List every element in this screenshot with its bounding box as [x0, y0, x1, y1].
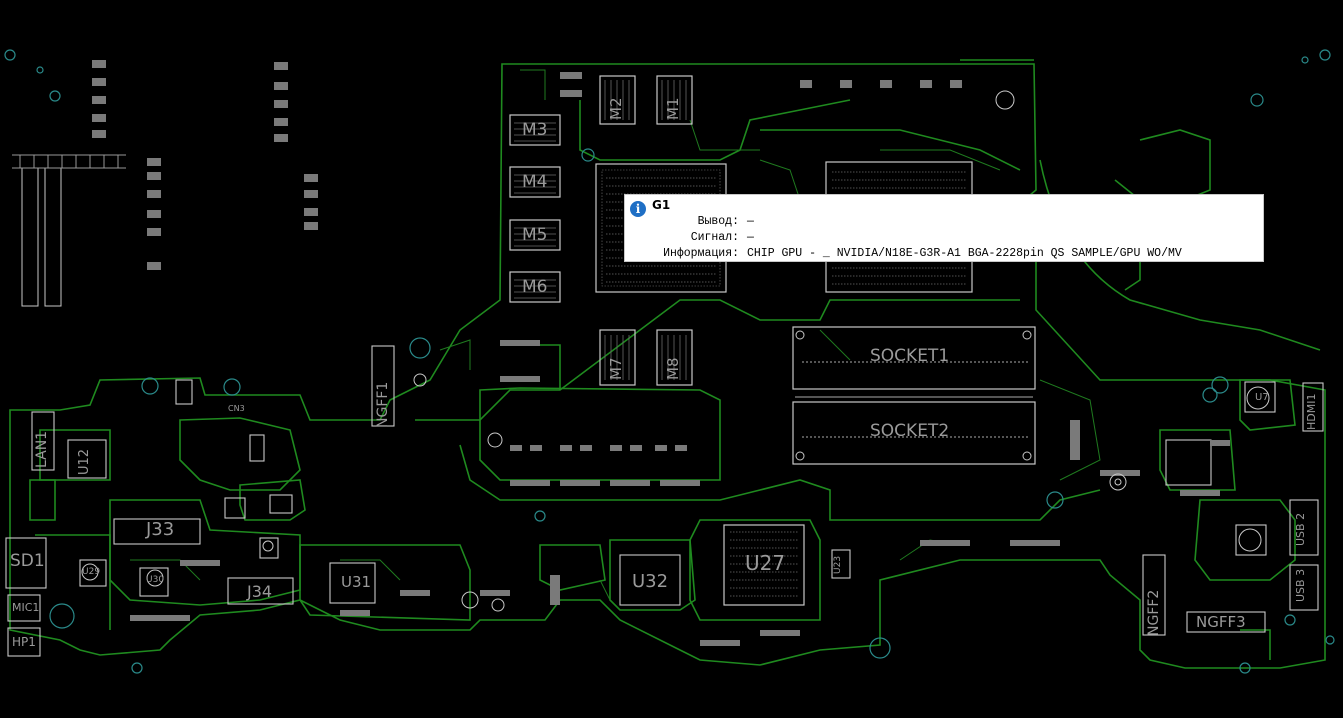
tooltip-key: Вывод: [697, 215, 739, 228]
tooltip-key: Сигнал: [690, 231, 739, 244]
component-label-socket2: SOCKET2 [870, 421, 950, 441]
info-icon: i [630, 201, 646, 217]
component-info-tooltip: i G1 Вывод: — Сигнал: — Информация: CHIP GP… [624, 194, 1264, 262]
component-label-m4: M4 [522, 172, 548, 192]
component-pads [92, 60, 1230, 646]
component-label-lan1: LAN1 [34, 430, 50, 468]
component-label-u7: U7 [1255, 392, 1269, 403]
component-label-u30: U30 [146, 575, 165, 585]
component-label-u23: U23 [833, 555, 843, 574]
tooltip-row-pin: Вывод: — [625, 215, 754, 228]
tooltip-key: Информация: [663, 247, 739, 260]
component-label-u31: U31 [341, 573, 372, 591]
component-label-hdmi1: HDMI1 [1305, 393, 1318, 430]
component-label-u27: U27 [745, 551, 786, 575]
component-label-m6: M6 [522, 277, 548, 297]
component-label-u29: U29 [82, 567, 101, 577]
component-label-cn3: CN3 [228, 404, 245, 413]
tooltip-value: CHIP GPU - _ NVIDIA/N18E-G3R-A1 BGA-2228… [747, 247, 1182, 260]
board-outline [9, 59, 1326, 669]
component-label-m7: M7 [607, 357, 625, 381]
component-label-usb3: USB 3 [1294, 568, 1307, 602]
tooltip-title: G1 [652, 198, 671, 212]
ram-sockets [792, 326, 1036, 465]
tooltip-value: — [747, 231, 754, 244]
tooltip-row-info: Информация: CHIP GPU - _ NVIDIA/N18E-G3R-… [625, 247, 1182, 260]
component-label-sd1: SD1 [10, 551, 45, 571]
component-label-j34: J34 [247, 582, 273, 601]
mounting-holes [4, 49, 1335, 674]
component-label-ngff2: NGFF2 [1146, 589, 1162, 636]
component-label-ngff3: NGFF3 [1196, 613, 1246, 631]
component-label-socket1: SOCKET1 [870, 346, 950, 366]
component-label-m2: M2 [607, 97, 625, 121]
tooltip-row-signal: Сигнал: — [625, 231, 754, 244]
component-label-u12: U12 [77, 448, 92, 475]
component-label-ngff1: NGFF1 [375, 381, 391, 428]
component-label-m1: M1 [664, 97, 682, 121]
component-label-u32: U32 [632, 571, 669, 592]
component-label-m5: M5 [522, 225, 548, 245]
component-label-hp1: HP1 [12, 635, 36, 649]
component-label-m8: M8 [664, 357, 682, 381]
component-label-usb2: USB 2 [1294, 512, 1307, 546]
memory-chips [509, 75, 693, 386]
tooltip-value: — [747, 215, 754, 228]
component-label-j33: J33 [146, 519, 175, 540]
component-label-m3: M3 [522, 120, 548, 140]
component-label-mic1: MIC1 [12, 601, 40, 614]
